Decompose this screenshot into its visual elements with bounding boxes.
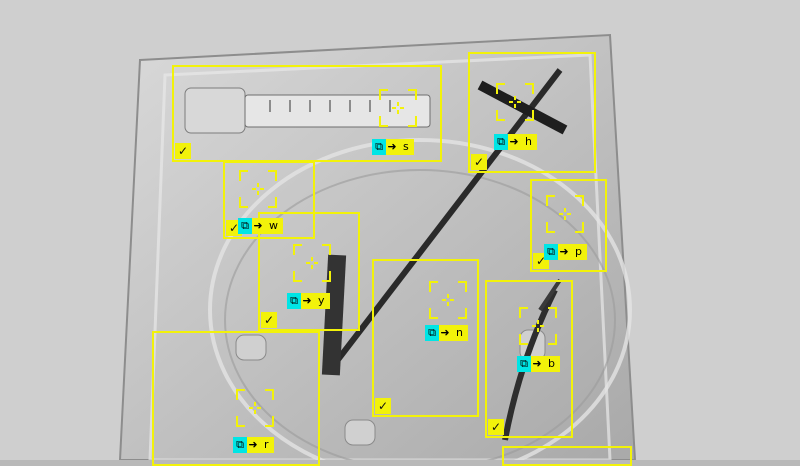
key-tag-y[interactable]: ⧉ ➜ y <box>287 293 330 309</box>
crosshair-icon <box>293 244 331 282</box>
key-tag-p[interactable]: ⧉ ➜ p <box>544 244 587 260</box>
crosshair-icon <box>519 307 557 345</box>
key-tag-s[interactable]: ⧉ ➜ s <box>372 139 414 155</box>
bracket-frame-icon: ⧉ <box>287 293 301 309</box>
key-label-w: w <box>264 218 283 234</box>
bracket-frame-icon: ⧉ <box>544 244 558 260</box>
check-mark-n: ✓ <box>375 398 391 414</box>
crosshair-icon <box>236 389 274 427</box>
bracket-frame-icon: ⧉ <box>517 356 531 372</box>
key-tag-w[interactable]: ⧉ ➜ w <box>238 218 283 234</box>
arrow-into-box-icon: ➜ <box>558 244 570 260</box>
detection-box-b[interactable]: ✓ <box>485 280 573 438</box>
detection-box-n[interactable]: ✓ <box>372 259 479 417</box>
key-tag-r[interactable]: ⧉ ➜ r <box>233 437 274 453</box>
bracket-frame-icon: ⧉ <box>238 218 252 234</box>
key-label-b: b <box>543 356 560 372</box>
crosshair-icon <box>239 170 277 208</box>
key-tag-b[interactable]: ⧉ ➜ b <box>517 356 560 372</box>
arrow-into-box-icon: ➜ <box>252 218 264 234</box>
detection-box-partial[interactable] <box>502 446 632 466</box>
bracket-frame-icon: ⧉ <box>372 139 386 155</box>
bracket-frame-icon: ⧉ <box>494 134 508 150</box>
key-tag-h[interactable]: ⧉ ➜ h <box>494 134 537 150</box>
bracket-frame-icon: ⧉ <box>233 437 247 453</box>
arrow-into-box-icon: ➜ <box>386 139 398 155</box>
key-label-h: h <box>520 134 537 150</box>
check-mark-b: ✓ <box>488 419 504 435</box>
check-mark-h: ✓ <box>471 154 487 170</box>
arrow-into-box-icon: ➜ <box>531 356 543 372</box>
crosshair-icon <box>429 281 467 319</box>
key-tag-n[interactable]: ⧉ ➜ n <box>425 325 468 341</box>
detection-box-y[interactable]: ✓ <box>258 212 360 331</box>
crosshair-icon <box>496 83 534 121</box>
key-label-p: p <box>570 244 587 260</box>
arrow-into-box-icon: ➜ <box>247 437 259 453</box>
key-label-y: y <box>313 293 330 309</box>
key-label-s: s <box>398 139 414 155</box>
key-label-n: n <box>451 325 468 341</box>
arrow-into-box-icon: ➜ <box>508 134 520 150</box>
bracket-frame-icon: ⧉ <box>425 325 439 341</box>
check-mark-s: ✓ <box>175 143 191 159</box>
key-label-r: r <box>259 437 274 453</box>
detection-box-h[interactable]: ✓ <box>468 52 596 173</box>
crosshair-icon <box>546 195 584 233</box>
crosshair-icon <box>379 89 417 127</box>
check-mark-y: ✓ <box>261 312 277 328</box>
arrow-into-box-icon: ➜ <box>301 293 313 309</box>
arrow-into-box-icon: ➜ <box>439 325 451 341</box>
